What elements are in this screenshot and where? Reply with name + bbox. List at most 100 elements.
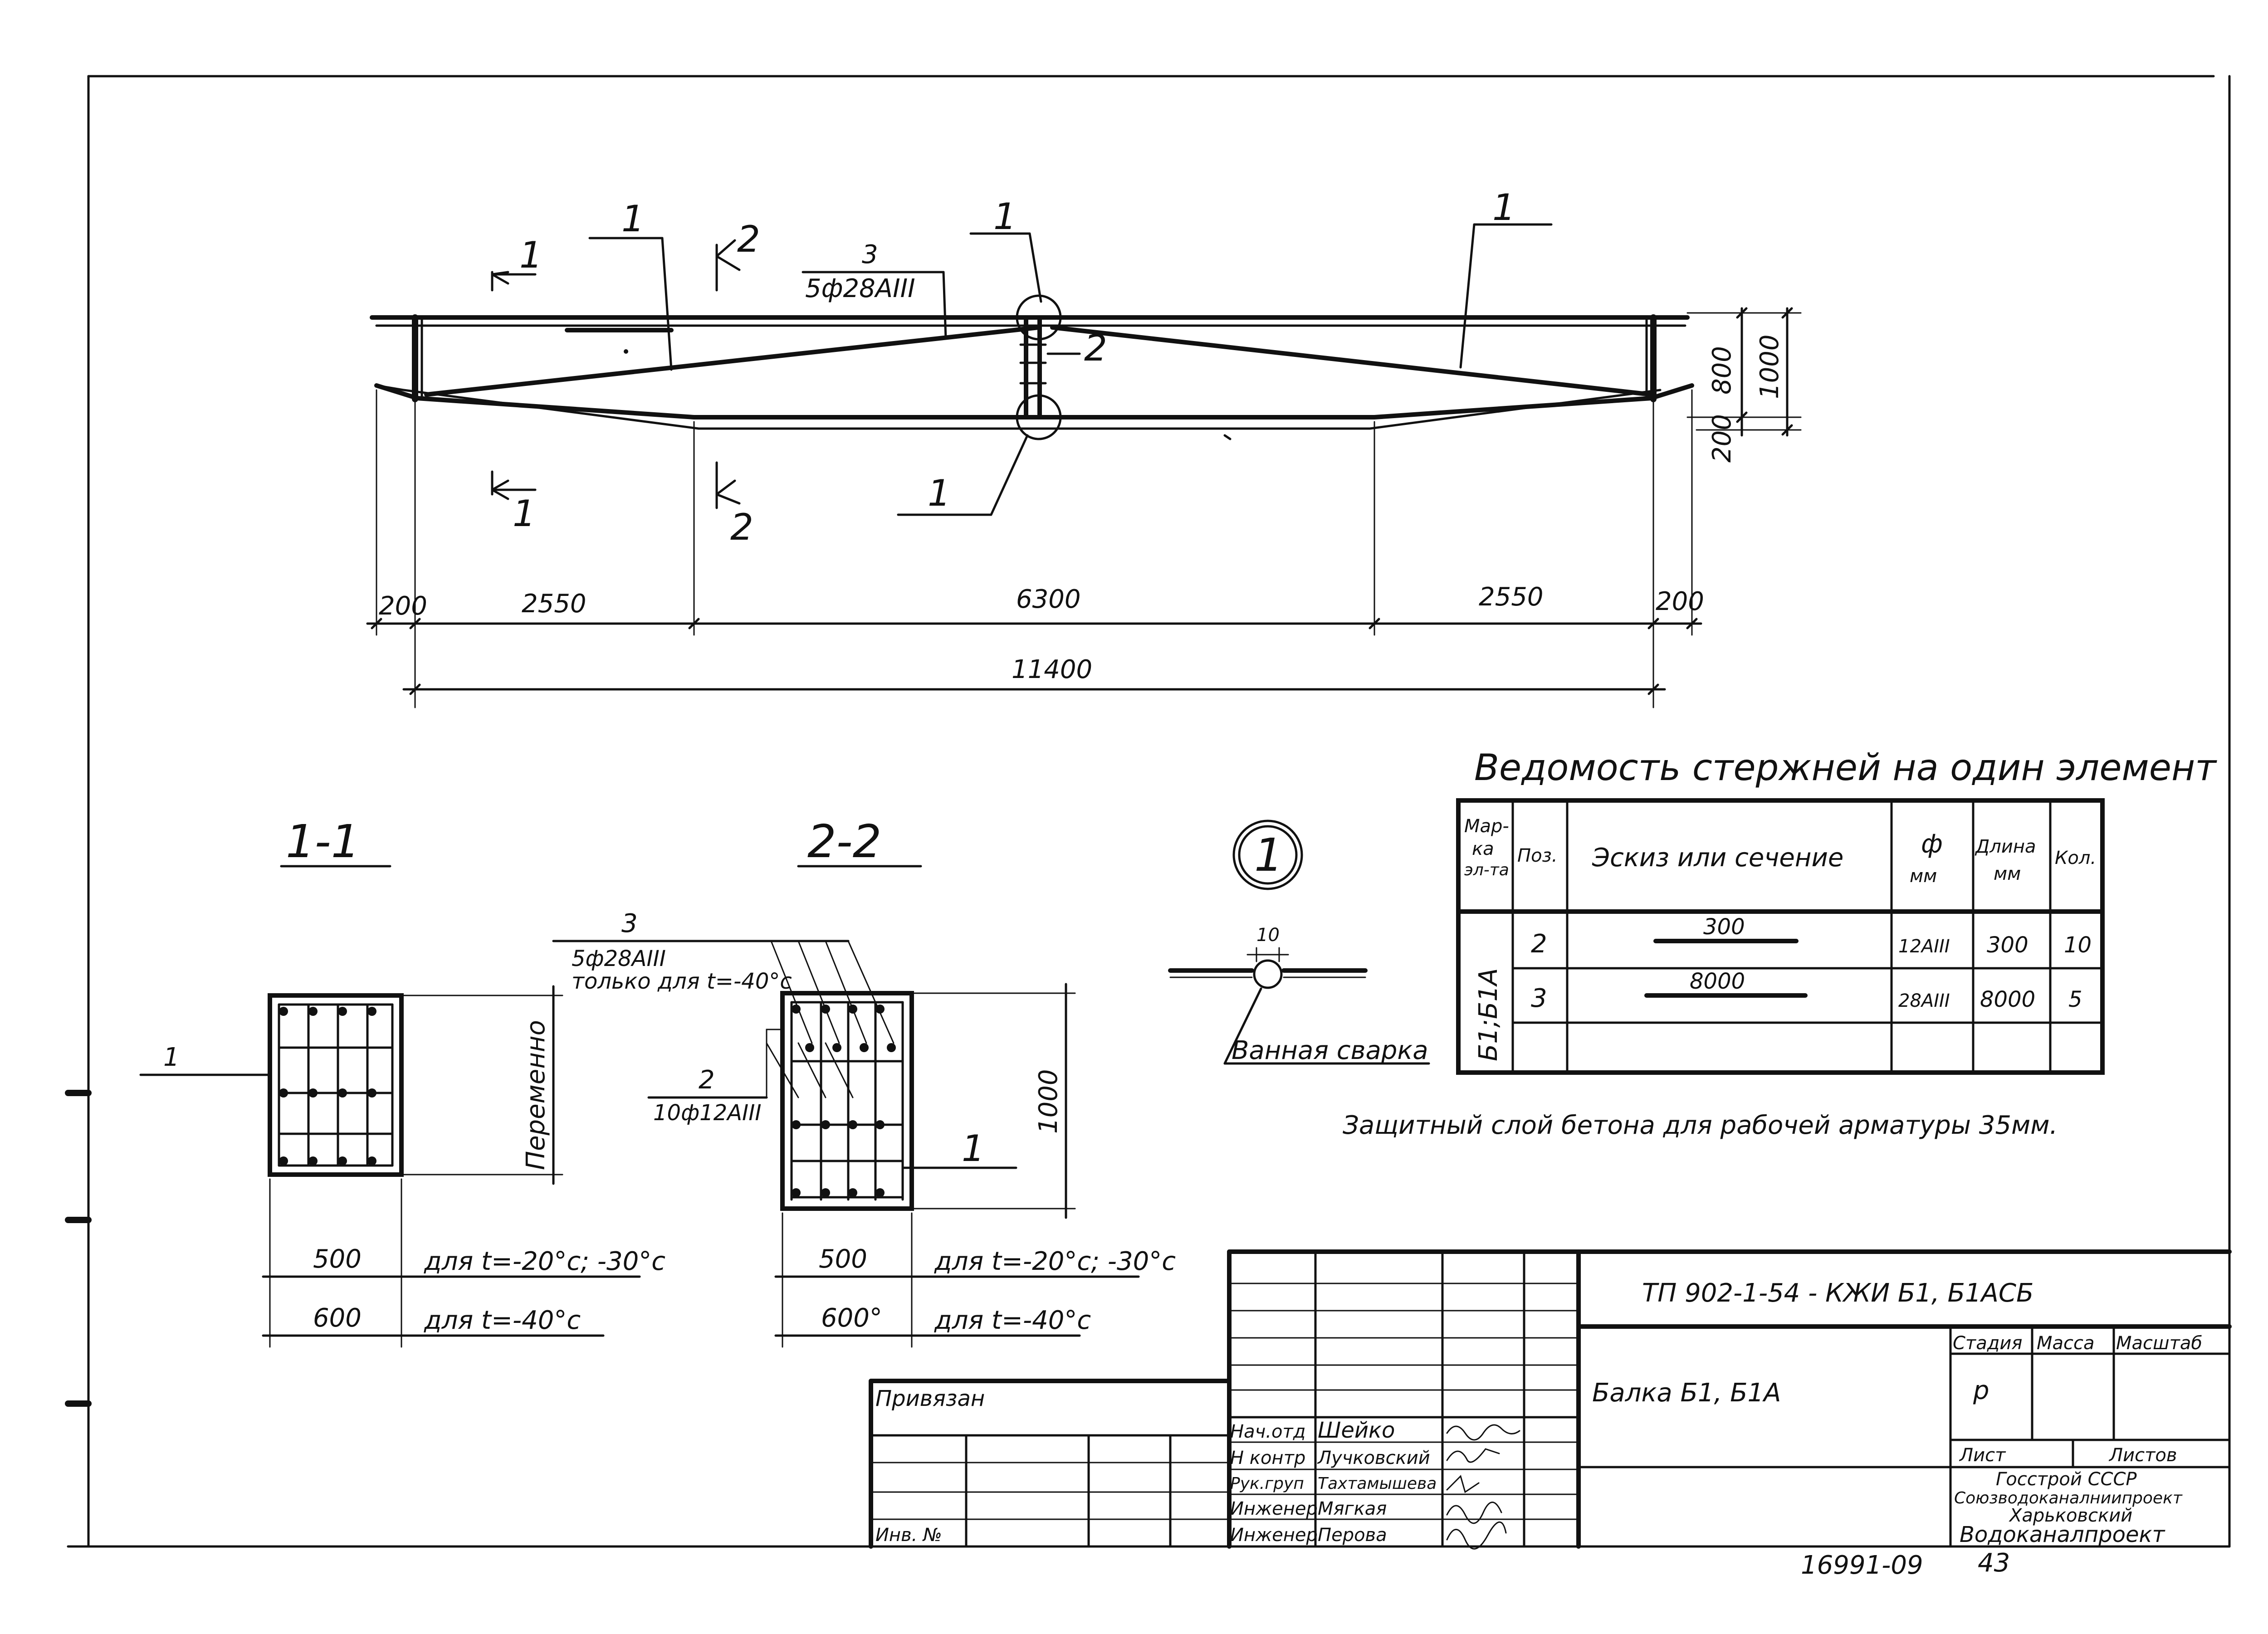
- section-1-1-width-600: 600: [313, 1303, 362, 1333]
- detail-1-label: 1: [1254, 829, 1283, 882]
- schedule-row2-qty: 5: [2068, 987, 2082, 1012]
- callout-1-top: 1: [993, 195, 1017, 238]
- title-block: Нач.отд Шейко Н контр Лучковский Рук.гру…: [869, 1249, 2232, 1550]
- beam-elevation: [370, 294, 1694, 440]
- callout-2: 2: [1084, 327, 1107, 369]
- dim-2550-right: 2550: [1479, 582, 1544, 612]
- schedule-row2-pos: 3: [1531, 984, 1547, 1013]
- schedule-row2-dia: 28АIII: [1898, 990, 1950, 1011]
- callout-3-spec: 5ф28АIII: [805, 274, 915, 303]
- section-2-2-title: 2-2: [807, 815, 881, 868]
- schedule-header-sketch: Эскиз или сечение: [1592, 843, 1843, 873]
- staff-name-3: Тахтамышева: [1318, 1474, 1437, 1493]
- schedule-header-qty: Кол.: [2055, 848, 2096, 868]
- schedule-header-length-2: мм: [1994, 863, 2021, 884]
- schedule-header-mark-3: эл-та: [1464, 861, 1509, 879]
- schedule-note: Защитный слой бетона для рабочей арматур…: [1343, 1111, 2058, 1140]
- elevation-callouts: 1 3 5ф28АIII 1 1 2 1: [588, 186, 1553, 516]
- dim-200-right: 200: [1656, 587, 1704, 616]
- detail-1: 1 10 Ванная сварка: [1168, 819, 1430, 1065]
- sheet-frame: [65, 75, 2231, 1548]
- callout-1-bottom: 1: [928, 472, 951, 514]
- staff-role-1: Нач.отд: [1230, 1421, 1305, 1442]
- sheets-label: Листов: [2108, 1445, 2177, 1466]
- length-dimensions: 200 2550 6300 2550 200 11400: [366, 389, 1704, 708]
- dim-6300: 6300: [1016, 585, 1081, 614]
- schedule-row1-length: 300: [1987, 932, 2028, 958]
- section-2-2-width-500: 500: [819, 1244, 867, 1274]
- archive-number: 16991-09: [1801, 1551, 1923, 1580]
- staff-role-5: Инженер: [1230, 1525, 1318, 1546]
- section-2-2-pos1: 1: [962, 1127, 985, 1170]
- schedule-header-mark-2: ка: [1472, 839, 1494, 859]
- staff-name-2: Лучковский: [1317, 1448, 1430, 1468]
- section-1-1-width-500: 500: [313, 1244, 362, 1274]
- org-line-1: Госстрой СССР: [1996, 1469, 2137, 1490]
- section-1-1-height: Переменно: [521, 1020, 551, 1170]
- callout-1-left: 1: [621, 198, 645, 240]
- bound-label: Привязан: [875, 1386, 985, 1411]
- schedule-header-length-1: Длина: [1975, 836, 2036, 857]
- signatures: [1446, 1424, 1520, 1550]
- section-1-1-note-600: для t=-40°c: [424, 1306, 581, 1335]
- height-800: 800: [1707, 346, 1737, 395]
- staff-name-1: Шейко: [1318, 1418, 1395, 1443]
- dim-200-left: 200: [379, 591, 427, 621]
- rebar-schedule: Ведомость стержней на один элемент Мар- …: [1343, 746, 2217, 1140]
- section-2-2-pos3-spec: 5ф28АIII: [572, 946, 666, 971]
- schedule-header-mark-1: Мар-: [1464, 816, 1509, 837]
- schedule-row1-pos: 2: [1531, 929, 1547, 959]
- schedule-row2-sketch: 8000: [1690, 969, 1745, 994]
- section-1-1: 1-1 1 Переменно 500 для t=-20°c; -30°c 6…: [139, 815, 665, 1348]
- section-mark-1-bottom: 1: [513, 493, 536, 535]
- section-2-2-pos2: 2: [699, 1065, 715, 1095]
- section-1-1-note-500: для t=-20°c; -30°c: [424, 1247, 665, 1276]
- sheet-label: Лист: [1959, 1445, 2006, 1466]
- section-2-2: 2-2 3 5ф28АIII только для t=-40°c 2 10ф1: [552, 815, 1176, 1348]
- schedule-header-dia-2: мм: [1910, 866, 1937, 887]
- schedule-row1-sketch: 300: [1703, 914, 1745, 940]
- scale-label: Масштаб: [2116, 1333, 2202, 1354]
- section-2-2-pos3-note: только для t=-40°c: [572, 969, 792, 994]
- org-line-4: Водоканалпроект: [1960, 1522, 2165, 1547]
- inv-label: Инв. №: [875, 1525, 942, 1546]
- dim-11400: 11400: [1012, 655, 1092, 684]
- section-mark-2-top: 2: [737, 218, 760, 260]
- dim-2550-left: 2550: [522, 589, 587, 619]
- object-name: Балка Б1, Б1А: [1592, 1378, 1781, 1408]
- org-line-2: Союзводоканалниипроект: [1954, 1489, 2183, 1507]
- height-dimensions: 800 1000 200: [1686, 307, 1802, 463]
- schedule-row1-dia: 12АIII: [1898, 936, 1950, 957]
- section-2-2-pos2-spec: 10ф12АIII: [653, 1100, 762, 1126]
- stage-label: Стадия: [1953, 1333, 2022, 1354]
- height-200: 200: [1707, 414, 1737, 463]
- section-1-1-title: 1-1: [286, 815, 360, 868]
- callout-3-number: 3: [862, 240, 878, 269]
- section-mark-2-bottom: 2: [730, 506, 753, 548]
- doc-code: ТП 902-1-54 - КЖИ Б1, Б1АСБ: [1642, 1278, 2033, 1308]
- page-number: 43: [1978, 1548, 2010, 1578]
- staff-name-4: Мягкая: [1318, 1498, 1387, 1519]
- height-1000: 1000: [1755, 334, 1784, 399]
- staff-name-5: Перова: [1318, 1525, 1387, 1546]
- schedule-header-dia-1: ф: [1921, 829, 1943, 859]
- mass-label: Масса: [2037, 1333, 2095, 1354]
- schedule-row1-qty: 10: [2064, 932, 2092, 958]
- section-2-2-pos3: 3: [621, 909, 638, 938]
- footer: 16991-09 43: [1801, 1548, 2010, 1580]
- section-2-2-note-600: для t=-40°c: [934, 1306, 1091, 1335]
- detail-1-caption: Ванная сварка: [1232, 1036, 1428, 1065]
- schedule-header-pos: Поз.: [1517, 845, 1558, 866]
- staff-role-3: Рук.груп: [1230, 1474, 1304, 1493]
- section-2-2-width-600: 600°: [821, 1303, 882, 1333]
- section-1-1-bar-label: 1: [163, 1043, 180, 1072]
- staff-role-4: Инженер: [1230, 1498, 1318, 1519]
- section-2-2-note-500: для t=-20°c; -30°c: [934, 1247, 1176, 1276]
- schedule-mark-value: Б1;Б1А: [1474, 968, 1503, 1061]
- schedule-title: Ведомость стержней на один элемент: [1474, 746, 2217, 789]
- section-cut-marks: 1 1 2 2: [491, 218, 760, 548]
- detail-1-dim: 10: [1256, 925, 1280, 946]
- section-2-2-height: 1000: [1034, 1069, 1063, 1134]
- schedule-row2-length: 8000: [1980, 987, 2035, 1012]
